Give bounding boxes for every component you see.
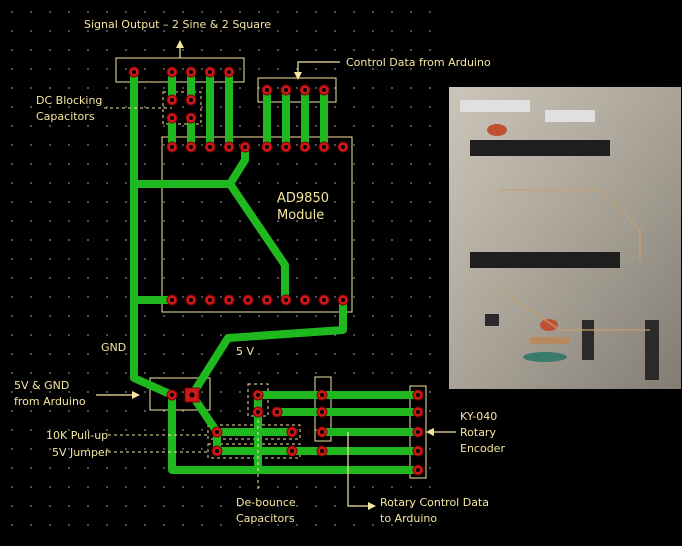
dc-blocking-caps-outline (162, 91, 202, 125)
encoder-label-1: KY-040 (460, 410, 497, 423)
pads (128, 66, 424, 476)
encoder-label-2: Rotary (460, 426, 496, 439)
control-data-label: Control Data from Arduino (346, 56, 491, 69)
signal-output-label: Signal Output – 2 Sine & 2 Square (84, 18, 271, 31)
dc-blocking-label-2: Capacitors (36, 110, 95, 123)
module-label-1: AD9850 (277, 191, 329, 206)
annotation-arrows (96, 40, 456, 510)
debounce-label-1: De-bounce (236, 496, 296, 509)
jumper-label: 5V Jumper (52, 446, 110, 459)
power-header (149, 377, 211, 411)
five-v-label: 5 V (236, 345, 254, 358)
power-label-1: 5V & GND (14, 379, 69, 392)
module-label-2: Module (277, 208, 324, 223)
gnd-label: GND (101, 341, 126, 354)
pullup-label: 10K Pull-up (46, 429, 108, 442)
rotary-data-label-1: Rotary Control Data (380, 496, 489, 509)
encoder-label-3: Encoder (460, 442, 505, 455)
rotary-data-label-2: to Arduino (380, 512, 437, 525)
board-photo (449, 87, 681, 389)
dc-blocking-label-1: DC Blocking (36, 94, 102, 107)
debounce-label-2: Capacitors (236, 512, 295, 525)
dot-grid (11, 11, 431, 526)
ad9850-module-outline (161, 136, 353, 313)
power-label-2: from Arduino (14, 395, 86, 408)
